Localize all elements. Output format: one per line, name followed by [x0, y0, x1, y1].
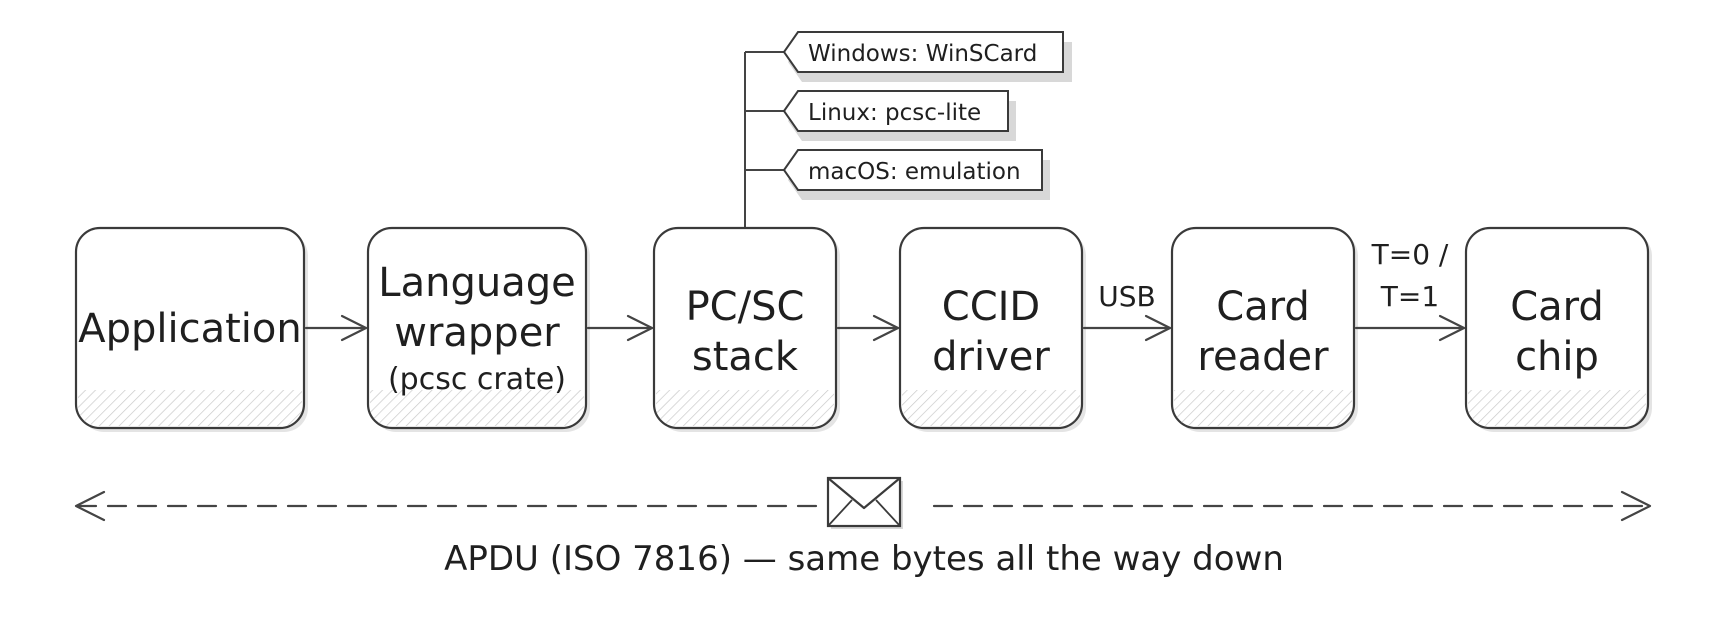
component-ccid-driver-line1: CCID [942, 284, 1040, 330]
arrow-wrapper-to-pcsc [586, 314, 654, 342]
platform-connector [744, 51, 790, 228]
component-card-chip-line1: Card [1510, 284, 1604, 330]
arrow-pcsc-to-ccid [836, 314, 900, 342]
component-card-reader-line2: reader [1197, 334, 1329, 380]
apdu-bidirectional-arrow [74, 490, 1652, 522]
component-pcsc-stack-line1: PC/SC [686, 284, 805, 330]
platform-label-windows: Windows: WinSCard [808, 41, 1037, 67]
link-label-usb: USB [1098, 280, 1155, 313]
component-language-wrapper-sub: (pcsc crate) [388, 362, 566, 397]
component-card-chip: Card chip [1464, 226, 1652, 432]
arrow-ccid-to-reader-usb [1082, 314, 1172, 342]
component-pcsc-stack: PC/SC stack [652, 226, 840, 432]
platform-label-linux: Linux: pcsc-lite [808, 100, 981, 126]
component-card-reader-line1: Card [1216, 284, 1310, 330]
platform-tag-macos: macOS: emulation [782, 149, 1050, 200]
component-card-reader: Card reader [1170, 226, 1358, 432]
arrow-application-to-wrapper [304, 314, 368, 342]
apdu-caption: APDU (ISO 7816) — same bytes all the way… [444, 539, 1284, 579]
component-language-wrapper: Language wrapper (pcsc crate) [366, 226, 590, 432]
component-application: Application [74, 226, 308, 432]
component-ccid-driver-line2: driver [932, 334, 1050, 380]
component-card-chip-line2: chip [1515, 334, 1599, 380]
envelope-icon [826, 476, 903, 529]
arrow-reader-to-chip [1354, 314, 1466, 342]
platform-tag-linux: Linux: pcsc-lite [782, 90, 1016, 141]
component-ccid-driver: CCID driver [898, 226, 1086, 432]
component-language-wrapper-line1: Language [378, 260, 575, 306]
link-label-protocol-line1: T=0 / [1371, 238, 1449, 271]
component-language-wrapper-line2: wrapper [394, 310, 560, 356]
component-pcsc-stack-line2: stack [692, 334, 799, 380]
platform-tag-windows: Windows: WinSCard [782, 31, 1072, 82]
link-label-protocol-line2: T=1 [1380, 280, 1439, 313]
platform-label-macos: macOS: emulation [808, 159, 1021, 185]
component-application-label: Application [78, 306, 302, 352]
